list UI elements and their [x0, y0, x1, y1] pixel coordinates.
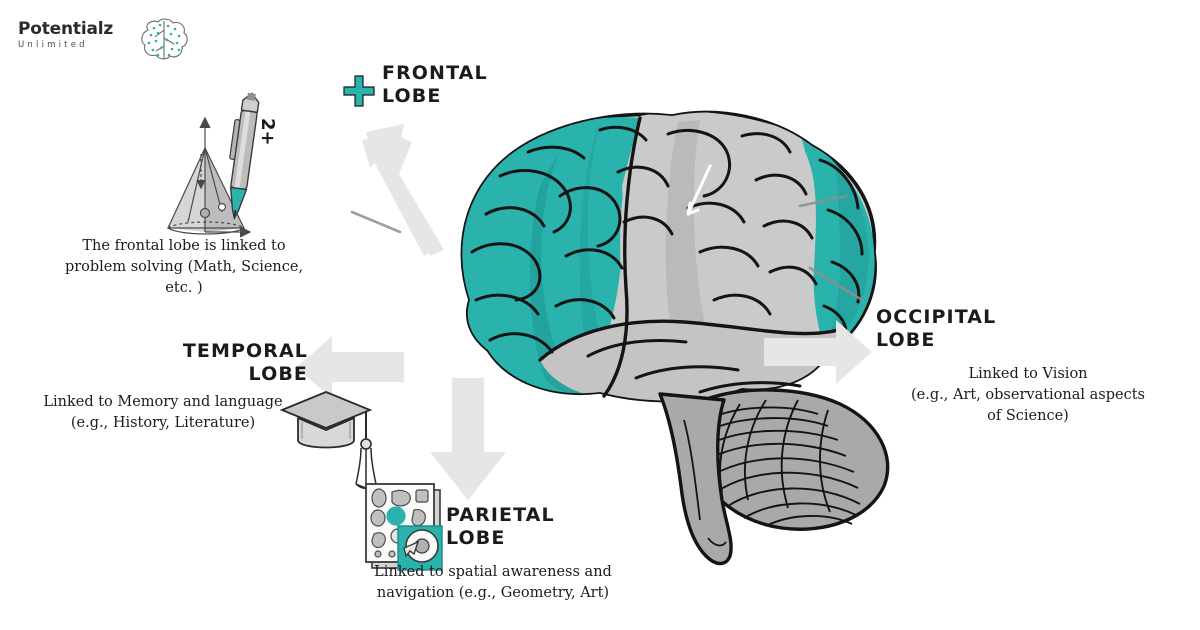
logo-name-main: Potentialz	[18, 19, 114, 39]
arrow-parietal	[430, 378, 506, 500]
parietal-lobe-region	[604, 112, 826, 386]
cerebellum	[691, 388, 890, 531]
pen-label: 2+	[257, 118, 278, 146]
arrow-frontal	[362, 136, 444, 256]
temporal-lobe-description: Linked to Memory and language (e.g., His…	[43, 394, 283, 431]
pen-icon	[229, 92, 260, 221]
brand-logo[interactable]: Potentialz Unlimited	[18, 16, 198, 64]
boundary-pointer-lines	[338, 164, 712, 382]
occipital-lobe-description-block: Linked to Vision (e.g., Art, observation…	[878, 364, 1178, 427]
logo-name-sub: Unlimited	[18, 40, 88, 50]
brain-stem	[658, 392, 733, 566]
logo-wordmark: Potentialz Unlimited	[18, 20, 128, 51]
occipital-lobe-region	[800, 134, 875, 352]
frontal-lobe-region	[462, 117, 640, 399]
map-icon	[370, 488, 429, 558]
pyramid-geometry-icon	[167, 116, 252, 238]
parietal-lobe-description-block: Linked to spatial awareness and navigati…	[338, 562, 648, 604]
temporal-lobe-label: TEMPORAL LOBE Linked to Memory and langu…	[18, 340, 308, 434]
brain-gyri-lines	[470, 116, 864, 398]
parietal-lobe-title: PARIETAL LOBE	[446, 504, 555, 549]
brain-outline-icon	[134, 16, 194, 62]
cerebellum-striations	[703, 399, 861, 527]
occipital-lobe-title: OCCIPITAL LOBE	[876, 306, 997, 351]
arrow-frontal-shaft	[368, 128, 412, 176]
boundary-dash-lines	[350, 194, 864, 302]
temporal-lobe-region	[540, 321, 841, 401]
arrow-occipital	[764, 320, 872, 384]
plus-icon	[342, 74, 376, 108]
frontal-lobe-label: FRONTAL LOBE	[340, 62, 540, 108]
occipital-lobe-label: OCCIPITAL LOBE	[876, 306, 1176, 352]
frontal-lobe-description-block: The frontal lobe is linked to problem so…	[48, 236, 320, 299]
arrow-temporal	[296, 336, 404, 398]
frontal-lobe-title: FRONTAL LOBE	[382, 62, 488, 107]
parietal-lobe-description: Linked to spatial awareness and navigati…	[374, 564, 612, 601]
occipital-lobe-description: Linked to Vision (e.g., Art, observation…	[911, 366, 1145, 424]
parietal-lobe-label: PARIETAL LOBE	[446, 504, 606, 550]
cerebrum-base	[460, 110, 877, 403]
temporal-lobe-title: TEMPORAL LOBE	[182, 340, 308, 385]
frontal-lobe-description: The frontal lobe is linked to problem so…	[64, 238, 304, 296]
